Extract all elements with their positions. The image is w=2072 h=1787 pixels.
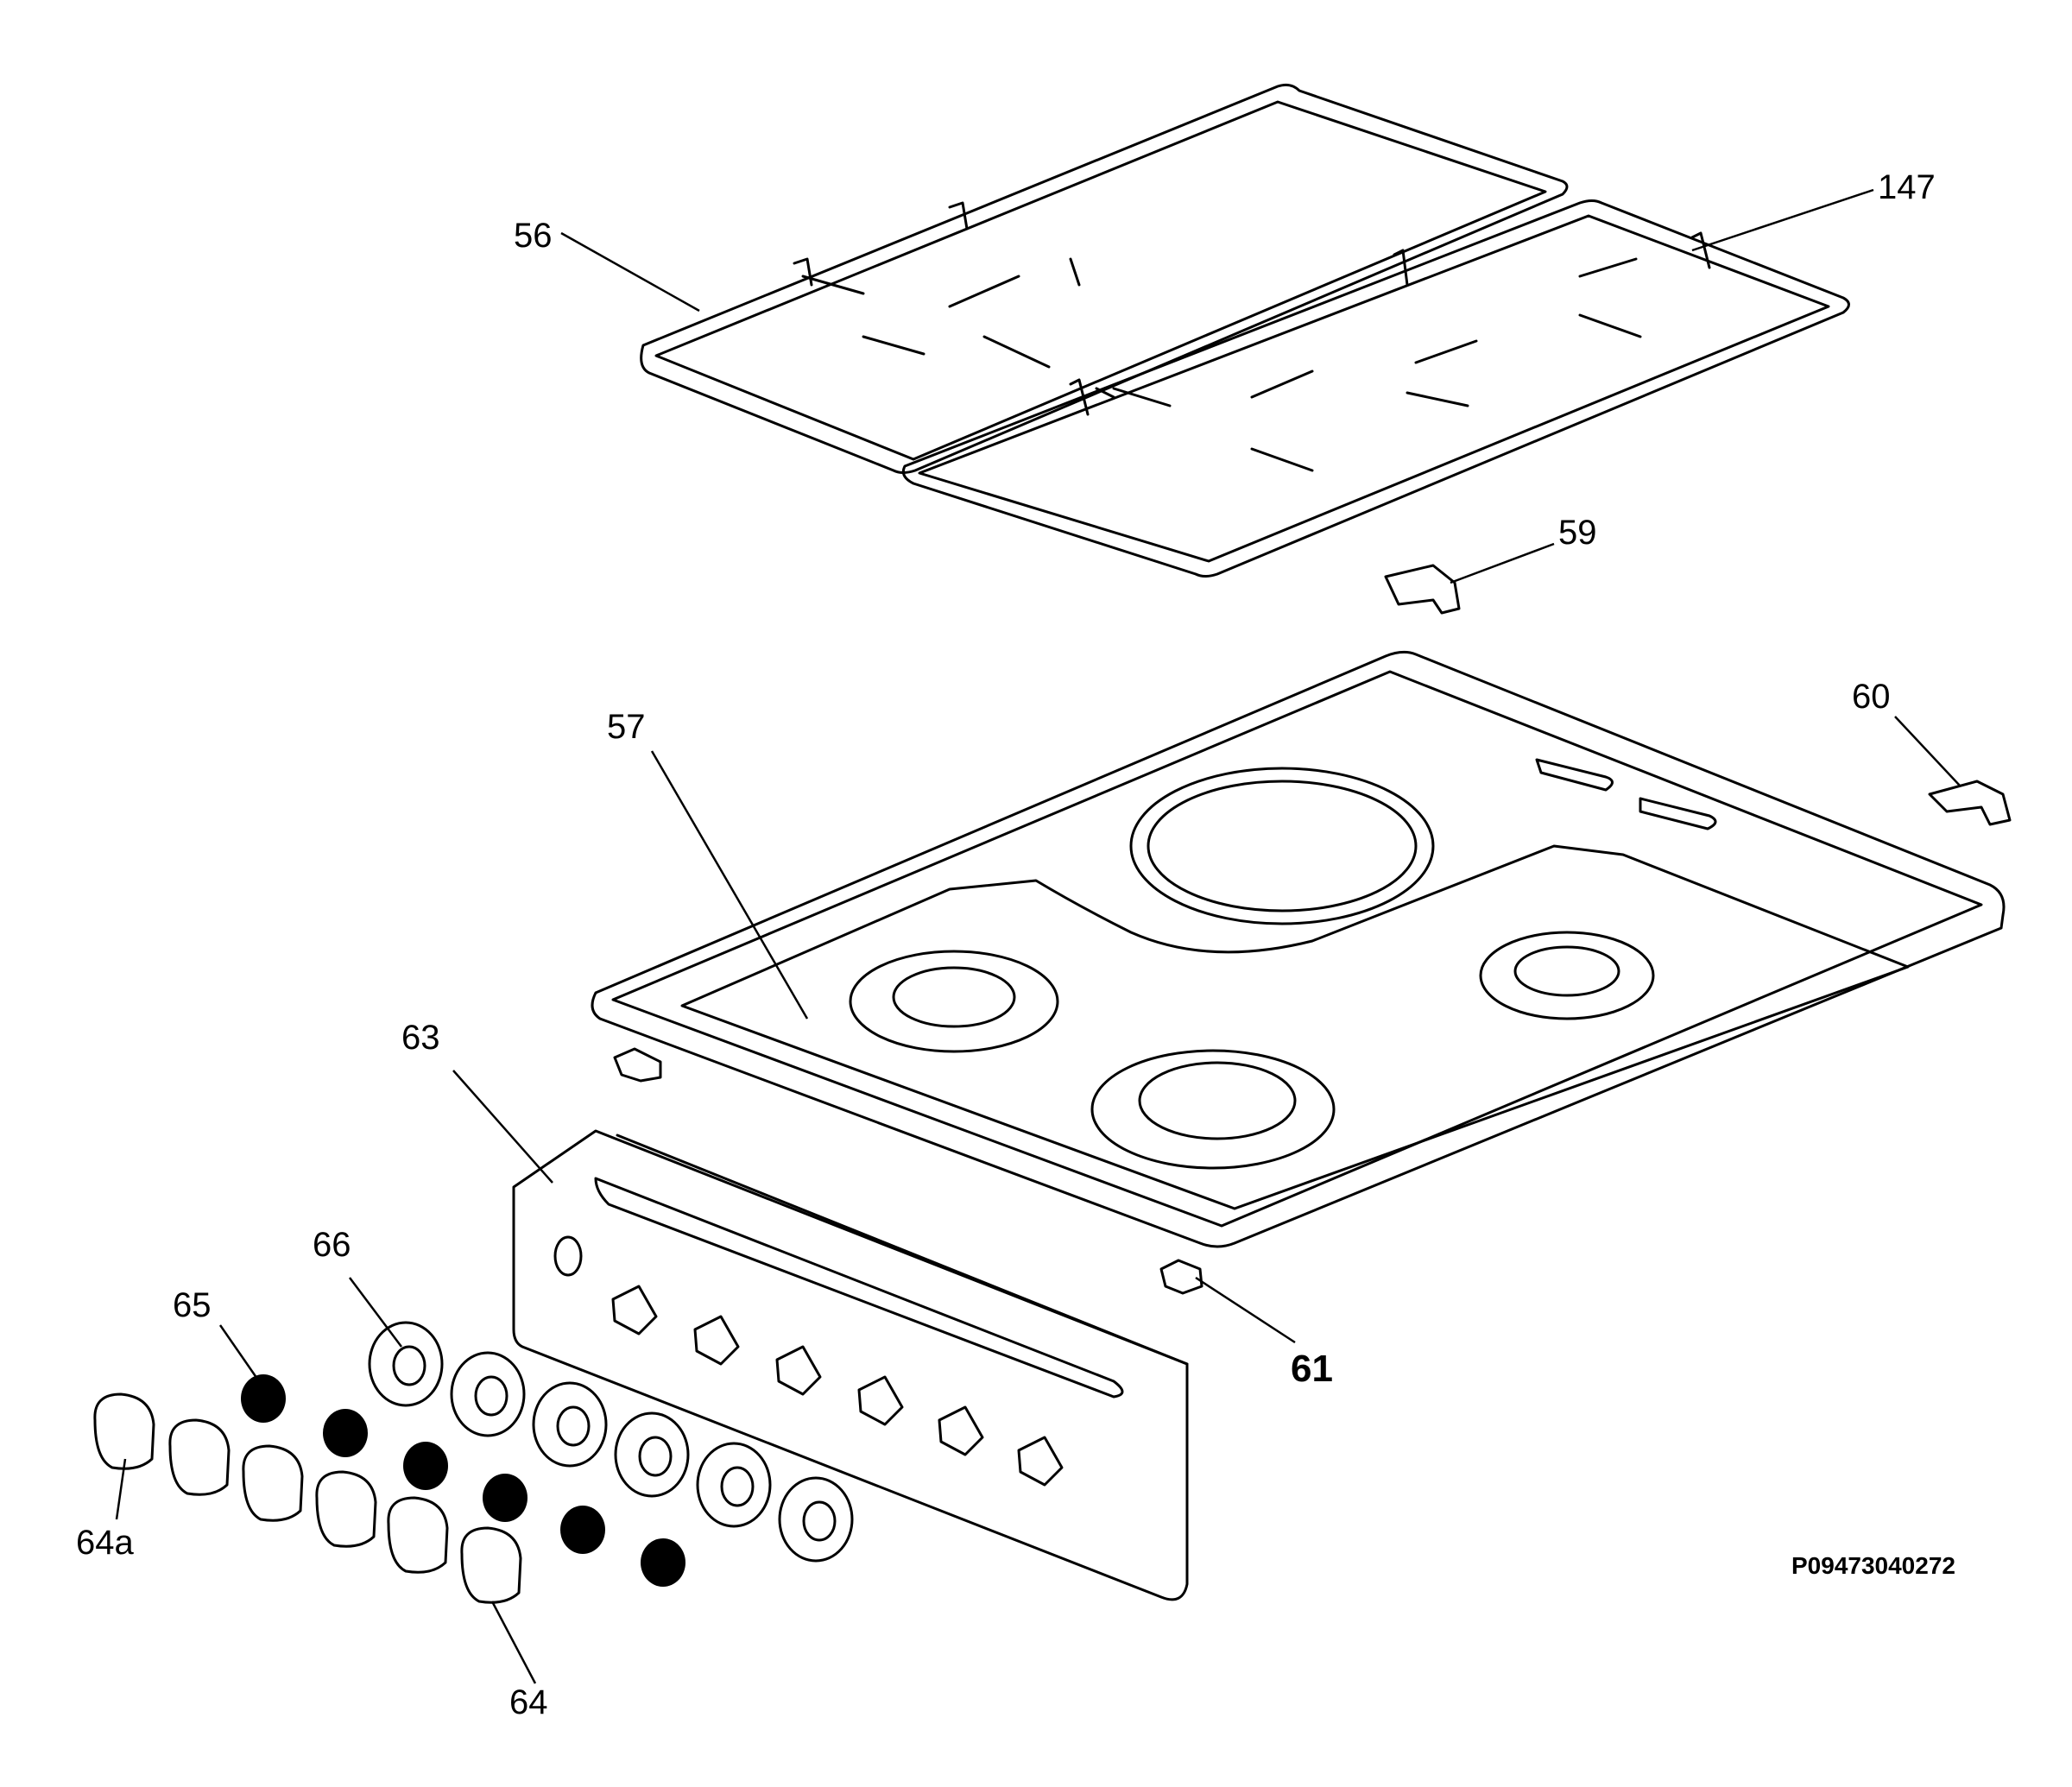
clip-59 <box>1384 564 1461 615</box>
panel-knob-holes <box>611 1285 1064 1487</box>
callout-57: 57 <box>607 708 646 746</box>
knob-rings <box>368 1321 854 1563</box>
clip-60 <box>1928 780 2012 826</box>
callout-147: 147 <box>1878 168 1936 206</box>
leader-lines <box>115 188 1961 1684</box>
callout-64a: 64a <box>76 1524 134 1562</box>
callout-61: 61 <box>1291 1348 1333 1390</box>
hob-top <box>591 650 2006 1248</box>
pan-support-right <box>901 199 1850 578</box>
control-panel <box>512 1129 1189 1601</box>
pan-support-left <box>640 83 1569 474</box>
callout-56: 56 <box>514 217 553 255</box>
callout-63: 63 <box>401 1019 440 1057</box>
control-knobs <box>93 1392 522 1604</box>
callout-64: 64 <box>509 1683 548 1721</box>
callout-60: 60 <box>1852 678 1891 716</box>
knob-inserts <box>241 1374 685 1587</box>
clip-61 <box>1159 1259 1203 1295</box>
callout-66: 66 <box>313 1226 351 1264</box>
clip-left <box>613 1047 662 1083</box>
callout-59: 59 <box>1558 514 1597 552</box>
drawing-code: P09473040272 <box>1791 1552 1955 1579</box>
callout-65: 65 <box>173 1286 212 1324</box>
